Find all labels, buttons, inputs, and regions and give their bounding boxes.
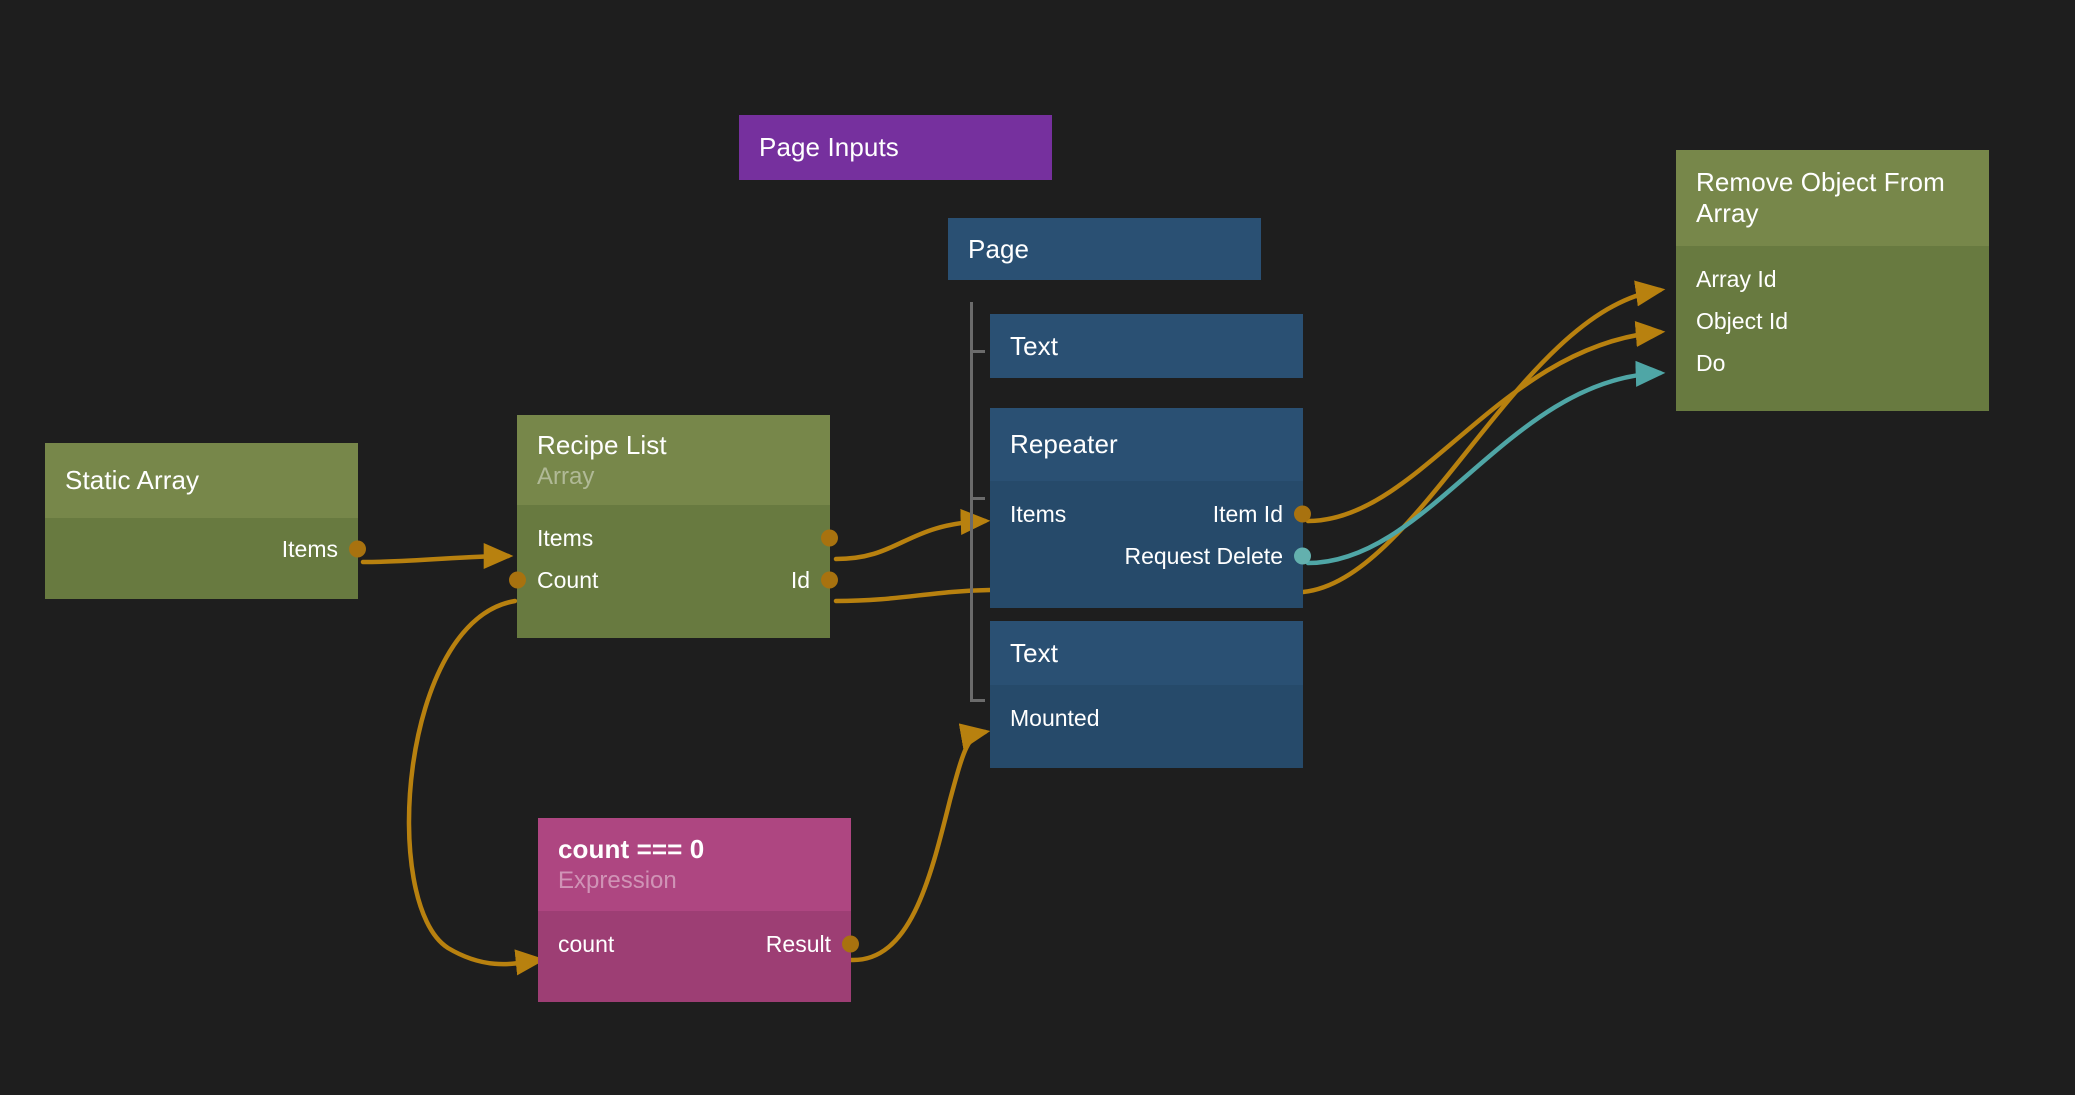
- wire-staticarray-items-to-recipelist-items: [360, 542, 514, 570]
- node-text-bottom[interactable]: Text Mounted: [990, 621, 1303, 768]
- tree-tick-text-bottom: [970, 699, 985, 702]
- node-static-array[interactable]: Static Array Items: [45, 443, 366, 599]
- wire-recipelist-count-to-expression-count: [406, 598, 546, 976]
- port-label-do: Do: [1696, 349, 1726, 376]
- port-dot-item-id-out[interactable]: [1294, 505, 1311, 523]
- port-label-request-delete: Request Delete: [1124, 542, 1283, 569]
- node-page-header: Page: [948, 218, 1261, 280]
- node-recipe-list-header: Recipe List Array: [517, 415, 830, 505]
- port-row-recipe-list-count[interactable]: Count Id: [509, 559, 838, 601]
- port-label-recipe-list-count: Count: [537, 566, 599, 593]
- port-label-mounted: Mounted: [1010, 704, 1100, 731]
- node-repeater-title: Repeater: [1010, 429, 1118, 460]
- port-dot-expression-result-out[interactable]: [842, 935, 859, 953]
- port-label-recipe-list-items: Items: [537, 524, 594, 551]
- port-dot-request-delete-out[interactable]: [1294, 547, 1311, 565]
- node-static-array-body: Items: [45, 518, 366, 599]
- wire-recipelist-out-to-repeater-items: [833, 508, 991, 562]
- node-page-inputs-title: Page Inputs: [759, 132, 899, 163]
- port-label-recipe-list-id: Id: [790, 566, 810, 593]
- port-dot-recipe-list-id-out[interactable]: [821, 571, 838, 589]
- port-label-items: Items: [1010, 500, 1067, 527]
- node-repeater-header: Repeater: [990, 408, 1303, 481]
- node-repeater[interactable]: Repeater Items Item Id Request Delete: [990, 408, 1311, 608]
- port-dot-recipe-list-items-out[interactable]: [821, 529, 838, 547]
- node-text-bottom-title: Text: [1010, 637, 1059, 668]
- tree-tick-text-top: [970, 350, 985, 353]
- node-expression-body: count Result: [538, 911, 859, 1002]
- node-text-bottom-header: Text: [990, 621, 1303, 685]
- port-row-remove-object-do[interactable]: Do: [1696, 342, 1969, 384]
- node-remove-object-body: Array Id Object Id Do: [1676, 246, 1989, 411]
- node-repeater-body: Items Item Id Request Delete: [990, 481, 1311, 608]
- node-recipe-list-subtitle: Array: [537, 462, 595, 490]
- port-label-item-id: Item Id: [1212, 500, 1283, 527]
- port-row-remove-object-array-id[interactable]: Array Id: [1696, 258, 1969, 300]
- node-text-top[interactable]: Text: [990, 314, 1303, 378]
- wire-recipelist-id-to-repeater-lower: [833, 587, 993, 604]
- node-text-bottom-body: Mounted: [990, 685, 1303, 768]
- node-remove-object-from-array[interactable]: Remove Object From Array Array Id Object…: [1676, 150, 1989, 411]
- port-row-recipe-list-items[interactable]: Items: [537, 517, 838, 559]
- port-row-text-mounted[interactable]: Mounted: [1010, 697, 1283, 739]
- node-recipe-list-body: Items Count Id: [509, 505, 838, 638]
- node-text-top-title: Text: [1010, 330, 1059, 361]
- node-expression[interactable]: count === 0 Expression count Result: [538, 818, 859, 1002]
- port-row-repeater-request-delete[interactable]: Request Delete: [1010, 535, 1311, 577]
- port-label-static-array-items: Items: [281, 535, 338, 562]
- node-remove-object-header: Remove Object From Array: [1676, 150, 1989, 246]
- node-recipe-list[interactable]: Recipe List Array Items Count Id: [509, 415, 838, 638]
- port-label-expression-count: count: [558, 930, 615, 957]
- port-row-expression-count[interactable]: count Result: [558, 923, 859, 965]
- port-label-expression-result: Result: [765, 930, 831, 957]
- port-row-static-array-items[interactable]: Items: [65, 528, 366, 570]
- tree-tick-repeater: [970, 497, 985, 500]
- wire-repeater-itemid-to-removeobject-objectid: [1305, 320, 1666, 524]
- port-label-object-id: Object Id: [1696, 307, 1789, 334]
- node-text-top-header: Text: [990, 314, 1303, 378]
- node-page-inputs[interactable]: Page Inputs: [739, 115, 1052, 180]
- node-static-array-title: Static Array: [65, 465, 200, 496]
- node-recipe-list-title: Recipe List: [537, 429, 667, 460]
- node-expression-subtitle: Expression: [558, 867, 677, 895]
- wire-expression-result-to-text-mounted: [848, 723, 991, 963]
- node-static-array-header: Static Array: [45, 443, 358, 518]
- port-row-repeater-items[interactable]: Items Item Id: [1010, 493, 1311, 535]
- node-page-inputs-header: Page Inputs: [739, 115, 1052, 180]
- port-dot-recipe-list-count-in[interactable]: [509, 571, 526, 589]
- port-label-array-id: Array Id: [1696, 265, 1777, 292]
- node-remove-object-title: Remove Object From Array: [1696, 167, 1945, 228]
- tree-vertical-line: [970, 302, 973, 702]
- node-page-title: Page: [968, 233, 1030, 264]
- wire-repeater-requestdelete-to-removeobject-do: [1305, 360, 1666, 566]
- node-page[interactable]: Page: [948, 218, 1261, 280]
- wire-recipelist-out-to-removeobject-arrayid: [1300, 280, 1666, 595]
- node-expression-header: count === 0 Expression: [538, 818, 851, 911]
- port-dot-static-array-items-out[interactable]: [349, 540, 366, 558]
- port-row-remove-object-object-id[interactable]: Object Id: [1696, 300, 1969, 342]
- node-expression-title: count === 0: [558, 834, 705, 865]
